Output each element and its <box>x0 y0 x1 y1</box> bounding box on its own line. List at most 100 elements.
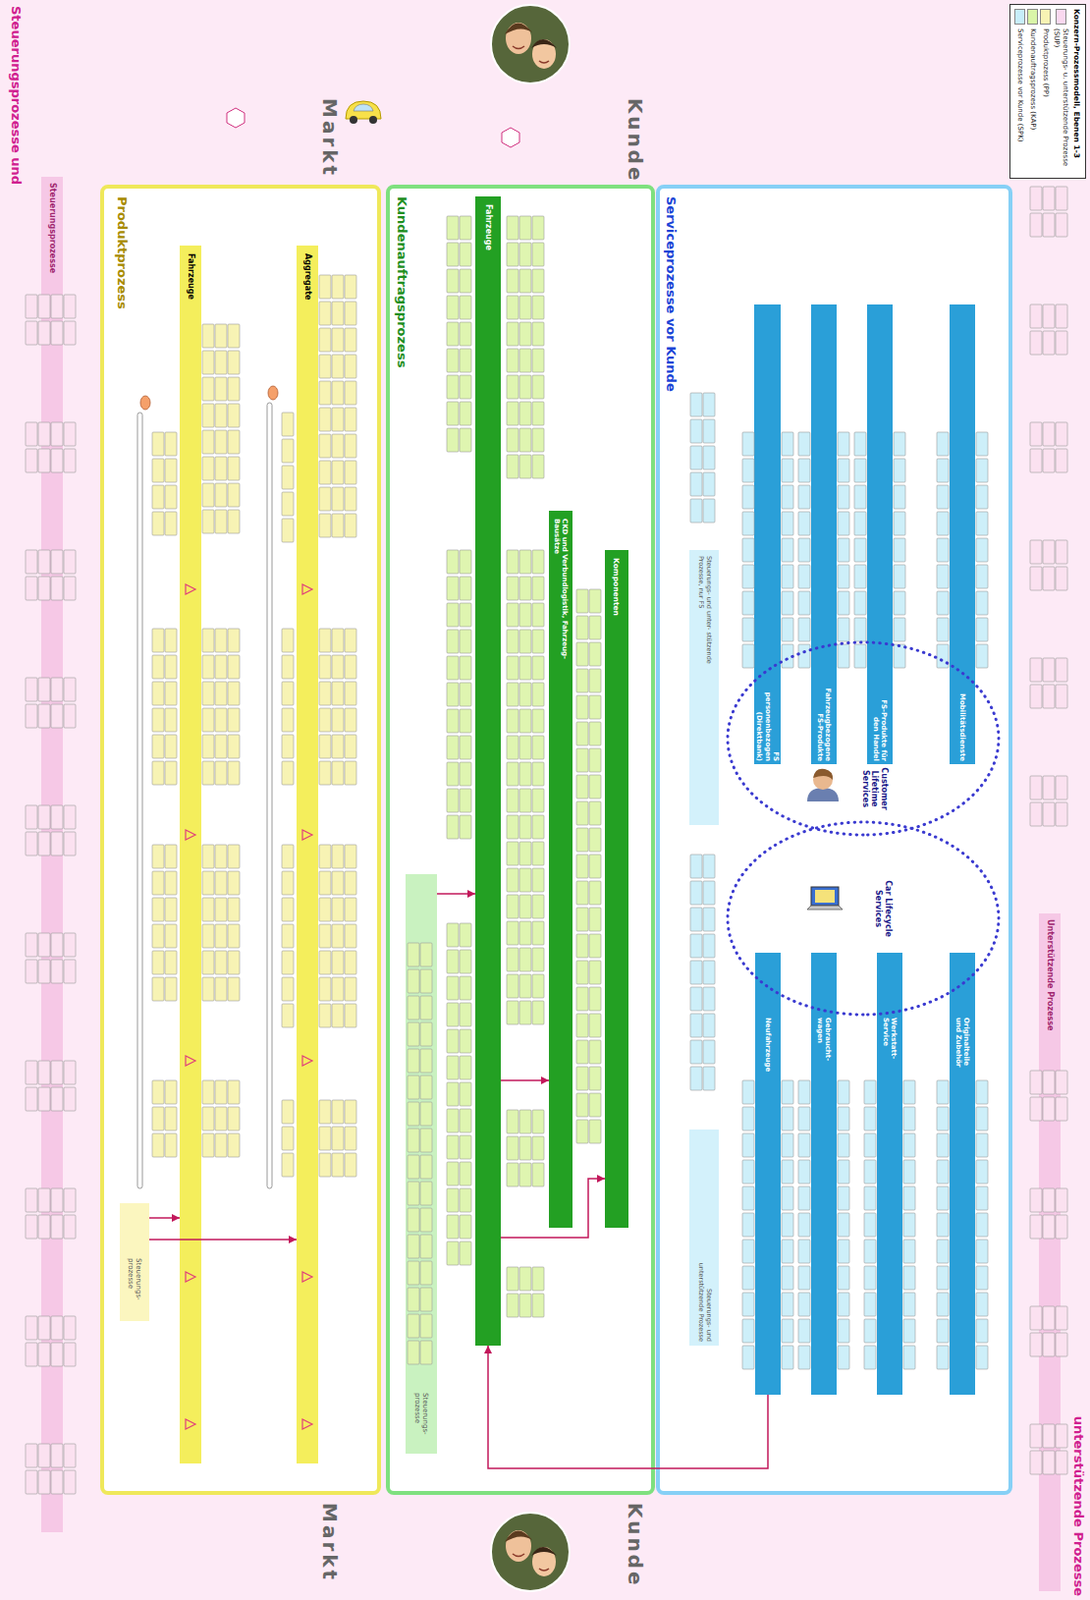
process-step-box <box>1055 1306 1068 1330</box>
process-step-box <box>319 1003 331 1028</box>
process-step-box <box>519 1266 532 1291</box>
flow-arrow <box>149 1216 180 1219</box>
process-step-box <box>532 428 545 452</box>
process-step-box <box>446 269 459 293</box>
process-step-box <box>589 642 601 666</box>
process-step-box <box>864 1106 876 1131</box>
process-step-box <box>344 950 357 975</box>
process-step-box <box>1030 304 1042 328</box>
process-step-box <box>936 1318 949 1343</box>
process-step-box <box>331 354 344 379</box>
process-step-box <box>532 1293 545 1317</box>
process-step-box <box>215 681 227 706</box>
process-step-box <box>215 897 227 922</box>
process-step-box <box>319 1099 331 1124</box>
process-step-box <box>506 788 519 813</box>
process-step-box <box>319 301 331 326</box>
process-step-box <box>506 682 519 707</box>
process-step-box <box>164 511 177 536</box>
process-step-box <box>281 761 294 785</box>
process-step-box <box>532 841 545 866</box>
process-step-box <box>519 1109 532 1134</box>
process-step-box <box>976 564 988 589</box>
process-step-box <box>976 1133 988 1157</box>
process-step-box <box>164 708 177 732</box>
process-step-box <box>152 708 164 732</box>
process-step-box <box>63 576 76 600</box>
process-step-box <box>703 854 715 878</box>
process-step-box <box>1030 1306 1042 1330</box>
process-step-box <box>152 950 164 975</box>
process-step-box <box>38 677 51 702</box>
flow-arrow <box>488 1345 768 1469</box>
process-step-box <box>519 894 532 919</box>
process-step-box <box>798 1080 811 1104</box>
process-step-box <box>589 1066 601 1090</box>
process-step-box <box>63 294 76 319</box>
process-step-box <box>742 1186 755 1210</box>
process-step-box <box>202 377 215 401</box>
node-shape <box>657 186 1011 1493</box>
process-step-box <box>215 509 227 534</box>
process-step-box <box>331 628 344 653</box>
process-step-box <box>576 668 589 693</box>
process-step-box <box>519 708 532 733</box>
process-step-box <box>589 880 601 905</box>
process-step-box <box>459 735 472 760</box>
process-step-box <box>344 708 357 732</box>
process-step-box <box>63 1315 76 1340</box>
process-step-box <box>38 704 51 728</box>
process-step-box <box>227 377 240 401</box>
node-shape <box>876 952 903 1395</box>
process-step-box <box>976 538 988 562</box>
process-step-box <box>976 1239 988 1263</box>
process-step-box <box>854 617 867 642</box>
node-shape <box>102 186 380 1493</box>
process-step-box <box>202 324 215 348</box>
process-step-box <box>331 1126 344 1150</box>
process-step-box <box>798 1106 811 1131</box>
legend-swatch <box>1039 8 1051 25</box>
process-step-box <box>38 1342 51 1366</box>
process-step-box <box>903 1159 916 1184</box>
process-step-box <box>976 1186 988 1210</box>
process-step-box <box>690 907 703 931</box>
flow-arrow <box>500 1079 549 1082</box>
process-step-box <box>798 511 811 536</box>
process-step-box <box>690 960 703 984</box>
process-step-box <box>344 327 357 352</box>
process-step-box <box>202 681 215 706</box>
process-step-box <box>864 1159 876 1184</box>
process-step-box <box>576 748 589 772</box>
process-step-box <box>837 644 850 668</box>
process-step-box <box>407 1287 420 1311</box>
process-step-box <box>344 844 357 869</box>
legend-row: Serviceprozesse vor Kunde (SPK) <box>1014 8 1026 174</box>
node-shape <box>179 245 202 1464</box>
node-shape <box>811 304 837 764</box>
process-step-box <box>798 432 811 456</box>
illustrations <box>137 4 843 1591</box>
process-step-box <box>506 708 519 733</box>
node-label: Kundenauftragsprozess <box>393 196 410 433</box>
process-step-box <box>459 815 472 839</box>
process-step-box <box>798 1133 811 1157</box>
process-step-box <box>519 947 532 972</box>
process-step-box <box>703 1039 715 1064</box>
process-step-box <box>519 576 532 600</box>
process-step-box <box>407 1260 420 1285</box>
process-step-box <box>281 897 294 922</box>
process-step-box <box>976 1159 988 1184</box>
process-step-box <box>319 924 331 948</box>
process-step-box <box>344 1126 357 1150</box>
process-step-box <box>344 354 357 379</box>
process-step-box <box>1042 1070 1055 1094</box>
process-step-box <box>25 1060 38 1085</box>
process-step-box <box>281 734 294 759</box>
process-step-box <box>589 668 601 693</box>
node-shape <box>689 1129 719 1346</box>
process-step-box <box>798 458 811 483</box>
process-step-box <box>690 445 703 470</box>
process-step-box <box>703 933 715 958</box>
